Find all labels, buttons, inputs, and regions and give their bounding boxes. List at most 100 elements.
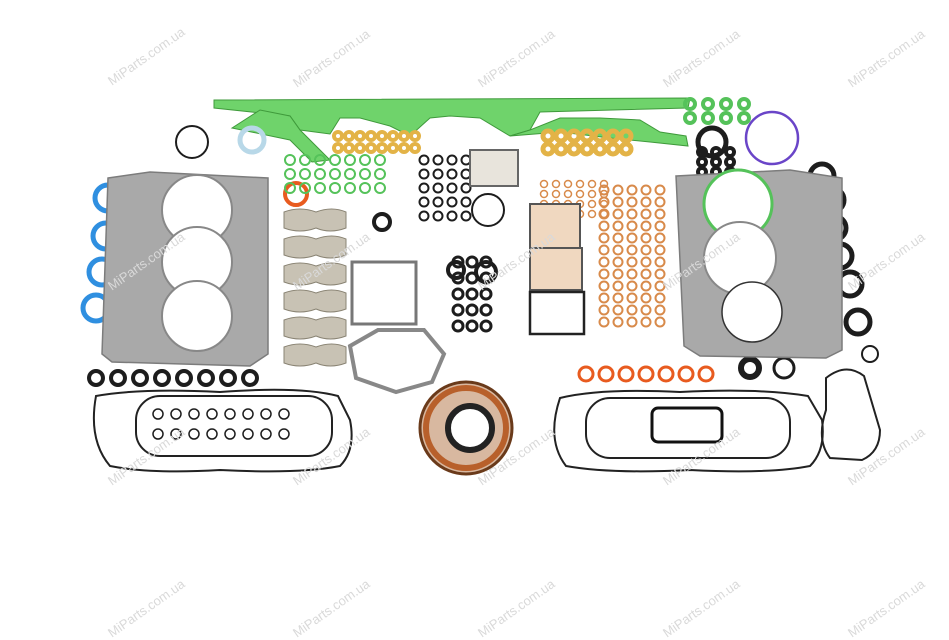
brass-bushing: [592, 141, 608, 157]
copper-washer: [598, 316, 610, 328]
copper-washer: [539, 179, 549, 189]
brass-bushing: [387, 130, 399, 142]
oil-pan-gasket: [213, 97, 691, 163]
green-o-ring: [299, 182, 311, 194]
copper-washer: [575, 179, 585, 189]
brass-bushing: [365, 142, 377, 154]
black-o-ring: [446, 196, 458, 208]
copper-washer: [626, 280, 638, 292]
black-o-ring: [418, 182, 430, 194]
copper-washer: [612, 292, 624, 304]
black-o-ring: [188, 428, 200, 440]
copper-washer: [599, 189, 609, 199]
black-o-ring: [479, 319, 493, 333]
copper-washer: [612, 208, 624, 220]
copper-washer: [575, 189, 585, 199]
black-o-ring: [109, 369, 127, 387]
brass-bushing: [354, 142, 366, 154]
black-o-ring: [278, 428, 290, 440]
green-o-ring: [701, 111, 715, 125]
brass-bushing: [540, 141, 556, 157]
brass-bushing: [553, 141, 569, 157]
copper-washer: [626, 208, 638, 220]
brass-bushing: [579, 141, 595, 157]
brass-bushing: [376, 142, 388, 154]
black-o-ring: [152, 428, 164, 440]
brass-bushing: [387, 142, 399, 154]
copper-washer: [654, 292, 666, 304]
black-o-ring: [224, 408, 236, 420]
brass-bushing: [566, 128, 582, 144]
green-o-ring: [344, 168, 356, 180]
black-o-ring: [372, 212, 392, 232]
valve-cover-gasket-right: [553, 389, 824, 473]
green-o-ring: [719, 97, 733, 111]
brass-bushing: [605, 128, 621, 144]
brass-bushing: [540, 128, 556, 144]
copper-washer: [626, 316, 638, 328]
copper-washer: [598, 280, 610, 292]
crankshaft-seal: [418, 380, 514, 476]
black-o-ring: [474, 260, 498, 284]
orange-o-ring: [617, 365, 635, 383]
square-gaskets: [347, 149, 724, 444]
copper-washer: [626, 304, 638, 316]
copper-washer: [654, 232, 666, 244]
copper-washer: [640, 292, 652, 304]
seal-ring: [843, 307, 873, 337]
green-o-ring: [284, 182, 296, 194]
brass-bushing: [566, 141, 582, 157]
copper-washer: [654, 196, 666, 208]
green-o-ring: [374, 168, 386, 180]
green-o-ring: [299, 154, 311, 166]
copper-washer: [599, 209, 609, 219]
manifold-gasket: [283, 262, 347, 286]
green-o-ring: [344, 182, 356, 194]
copper-washer: [640, 280, 652, 292]
green-o-ring: [737, 97, 751, 111]
copper-washer: [654, 280, 666, 292]
copper-washer: [551, 179, 561, 189]
copper-washer: [654, 220, 666, 232]
valve-cover-gasket-left: [92, 388, 353, 473]
green-o-ring: [374, 182, 386, 194]
orange-o-ring: [597, 365, 615, 383]
black-o-ring: [418, 210, 430, 222]
copper-washer: [598, 292, 610, 304]
large-o-ring: [471, 193, 505, 227]
brass-bushing: [579, 128, 595, 144]
brass-bushing: [332, 142, 344, 154]
green-o-ring: [359, 154, 371, 166]
copper-washer: [598, 208, 610, 220]
orange-o-ring: [283, 181, 309, 207]
black-o-ring: [175, 369, 193, 387]
green-o-ring: [737, 111, 751, 125]
copper-washer: [640, 256, 652, 268]
black-o-ring: [87, 369, 105, 387]
copper-washer: [626, 256, 638, 268]
black-o-ring: [206, 408, 218, 420]
copper-washer: [598, 184, 610, 196]
green-o-ring: [284, 154, 296, 166]
green-o-ring: [329, 168, 341, 180]
green-o-ring: [284, 168, 296, 180]
copper-washer: [654, 244, 666, 256]
copper-washer: [612, 304, 624, 316]
copper-washer: [563, 189, 573, 199]
copper-washer: [612, 184, 624, 196]
copper-washer: [612, 268, 624, 280]
black-o-ring: [446, 182, 458, 194]
black-o-ring: [446, 154, 458, 166]
copper-washer: [626, 196, 638, 208]
manifold-gasket: [283, 235, 347, 259]
black-o-ring: [451, 319, 465, 333]
copper-washer: [587, 179, 597, 189]
brass-bushing: [592, 128, 608, 144]
copper-washer: [587, 199, 597, 209]
green-o-ring: [344, 154, 356, 166]
copper-washer: [598, 304, 610, 316]
black-o-ring: [219, 369, 237, 387]
head-gasket-left: [101, 171, 269, 367]
manifold-gasket: [283, 316, 347, 340]
